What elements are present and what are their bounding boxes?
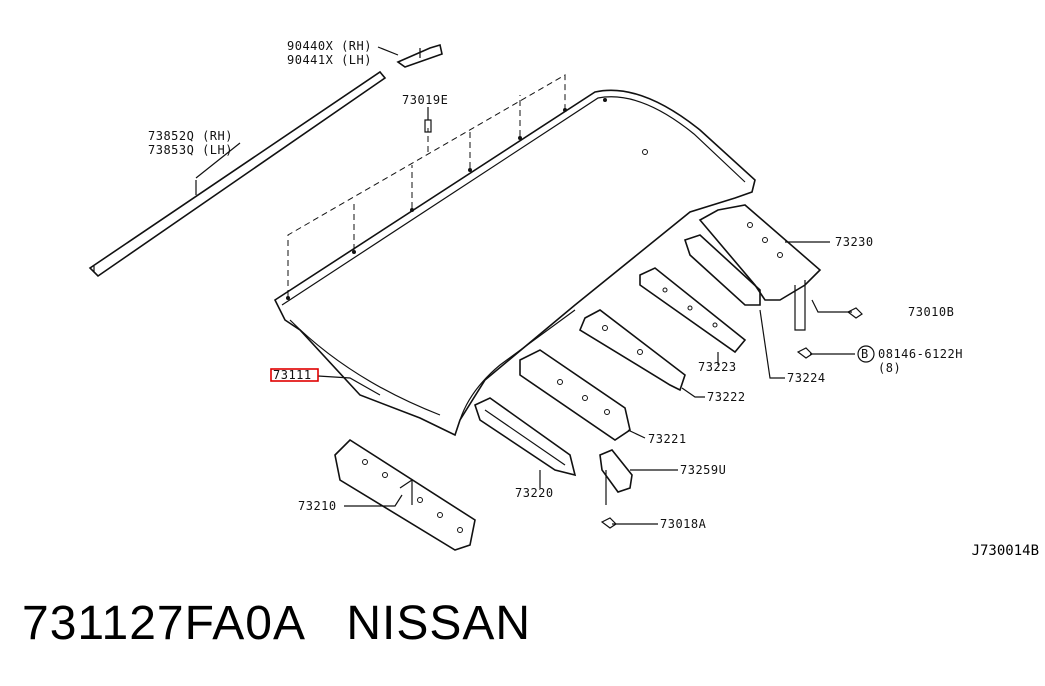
label-08146-circle: B [861, 347, 869, 361]
roof-reference-lines [287, 74, 566, 296]
label-73220: 73220 [515, 486, 554, 500]
label-90440x: 90440X (RH) [287, 39, 372, 53]
front-roof-rail [474, 397, 577, 477]
front-header-73210 [334, 438, 476, 551]
roof-bow-73221 [519, 349, 631, 441]
rear-roof-rail [698, 204, 822, 331]
label-73018a: 73018A [660, 517, 707, 531]
label-73223: 73223 [698, 360, 737, 374]
part-labels: 90440X (RH) 90441X (LH) 73019E 73852Q (R… [148, 39, 963, 531]
roof-panel-diagram: 90440X (RH) 90441X (LH) 73019E 73852Q (R… [88, 39, 963, 551]
part-number: 731127FA0A [22, 597, 304, 650]
label-73221: 73221 [648, 432, 687, 446]
label-73210: 73210 [298, 499, 337, 513]
brand-name: NISSAN [346, 597, 532, 650]
label-08146: 08146-6122H [878, 347, 963, 361]
label-73010b: 73010B [908, 305, 954, 319]
leader-lines [195, 46, 855, 525]
label-73853q: 73853Q (LH) [148, 143, 233, 157]
label-73111: 73111 [273, 368, 312, 382]
label-90441x: 90441X (LH) [287, 53, 372, 67]
label-73222: 73222 [707, 390, 746, 404]
roof-bow-73224 [683, 234, 761, 306]
roof-panel [273, 89, 756, 437]
roof-moulding [88, 70, 387, 278]
label-73224: 73224 [787, 371, 826, 385]
label-73230: 73230 [835, 235, 874, 249]
label-08146-qty: (8) [878, 361, 901, 375]
label-73259u: 73259U [680, 463, 726, 477]
footer-part-info: 731127FA0A NISSAN [22, 594, 531, 654]
label-73019e: 73019E [402, 93, 448, 107]
moulding-clip [396, 43, 443, 68]
roof-bracket-73259u [599, 449, 633, 505]
diagram-code: J730014B [971, 543, 1039, 559]
label-73852q: 73852Q (RH) [148, 129, 233, 143]
highlighted-part-box [270, 368, 319, 382]
roof-bow-73223 [639, 267, 747, 354]
roof-clip [424, 110, 432, 133]
roof-bow-73222 [578, 309, 686, 392]
